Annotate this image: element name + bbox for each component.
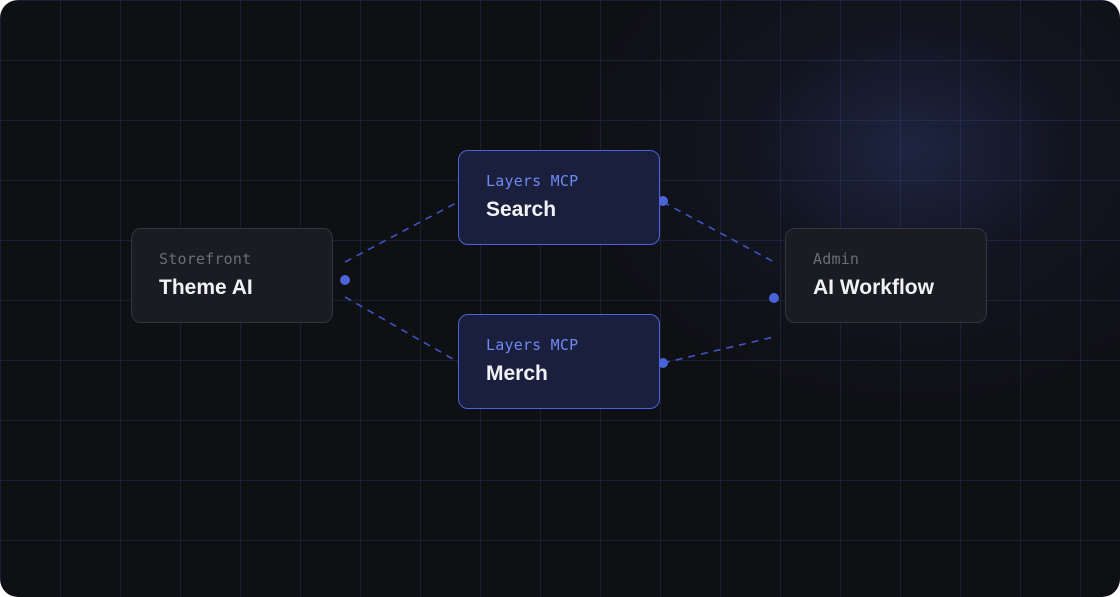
node-merch[interactable]: Layers MCP Merch xyxy=(458,314,660,409)
node-storefront-eyebrow: Storefront xyxy=(159,250,252,268)
node-admin[interactable]: Admin AI Workflow xyxy=(785,228,987,323)
connector-search-admin xyxy=(662,201,775,263)
port-admin-in xyxy=(769,293,779,303)
connector-storefront-merch xyxy=(344,296,459,363)
port-search-out xyxy=(658,196,668,206)
port-merch-out xyxy=(658,358,668,368)
connector-storefront-search xyxy=(344,201,459,263)
node-search-eyebrow: Layers MCP xyxy=(486,172,579,190)
connector-merch-admin xyxy=(662,336,775,364)
node-admin-eyebrow: Admin xyxy=(813,250,860,268)
node-merch-title: Merch xyxy=(486,362,548,385)
node-admin-title: AI Workflow xyxy=(813,276,934,299)
node-storefront-title: Theme AI xyxy=(159,276,253,299)
port-storefront-out xyxy=(340,275,350,285)
node-merch-eyebrow: Layers MCP xyxy=(486,336,579,354)
node-storefront[interactable]: Storefront Theme AI xyxy=(131,228,333,323)
node-search[interactable]: Layers MCP Search xyxy=(458,150,660,245)
node-search-title: Search xyxy=(486,198,557,221)
